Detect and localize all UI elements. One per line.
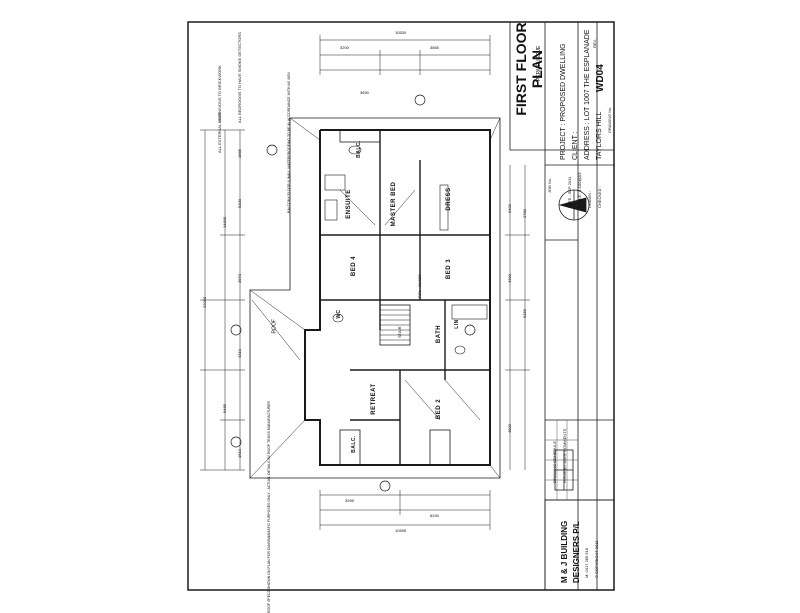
dimension-lines bbox=[200, 35, 530, 530]
plan-linework bbox=[187, 21, 615, 591]
project-label: PROJECT : PROPOSED DWELLING bbox=[560, 43, 567, 160]
roof-label: ROOF bbox=[271, 319, 278, 334]
client-label: CLIENT : bbox=[572, 131, 579, 160]
dim-3970: 3970 bbox=[237, 274, 242, 283]
issue-header: ISSUE BY DATE COMMENTS bbox=[562, 428, 567, 483]
drawing-no-label: DRAWING No. bbox=[607, 106, 612, 133]
drawing-sheet: FIRST FLOOR PLAN PERMIT ISSUE PROJECT : … bbox=[187, 21, 615, 613]
dim-5455: 5455 bbox=[222, 404, 227, 413]
company-block bbox=[544, 499, 615, 591]
rev-label: REV. bbox=[592, 39, 597, 48]
company-name: M & J BUILDING bbox=[560, 520, 569, 583]
dim-6400: 6400 bbox=[507, 204, 512, 213]
room-master-bed: MASTER BED bbox=[391, 181, 397, 227]
dim-4310: 4310 bbox=[237, 349, 242, 358]
room-retreat: RETREAT bbox=[371, 383, 377, 415]
dim-overall-top: 10530 bbox=[395, 30, 407, 35]
date-field: DATE : SEP 2011 bbox=[567, 176, 572, 208]
company-name-2: DESIGNERS P/L bbox=[572, 521, 581, 583]
note-balcony: BALCONY FLOOR & WALL WATERPROOFING TO BE… bbox=[287, 72, 291, 213]
dim-14830: 14830 bbox=[222, 216, 227, 228]
company-logo bbox=[554, 449, 574, 491]
dim-5100: 5100 bbox=[237, 199, 242, 208]
building-walls bbox=[249, 117, 501, 479]
room-bed3: BED 3 bbox=[446, 258, 452, 280]
company-copyright: © COPYRIGHT 2011 bbox=[594, 540, 599, 578]
room-ensuite: ENSUITE bbox=[346, 189, 352, 219]
dim-1665: 1665 bbox=[237, 149, 242, 158]
section-markers bbox=[230, 94, 476, 492]
room-balc-bottom: BALC. bbox=[351, 435, 357, 453]
title-block-lines bbox=[509, 22, 614, 590]
company-phone: M: 0417 285 618 bbox=[584, 547, 589, 578]
north-arrow bbox=[558, 189, 590, 221]
dim-8240: 8240 bbox=[430, 513, 439, 518]
address-label: ADDRESS : LOT 1007 THE ESPLANADE bbox=[584, 29, 591, 160]
job-label: JOB No. bbox=[547, 177, 552, 193]
room-balc-top: BALC. bbox=[356, 140, 362, 158]
dim-2780: 2780 bbox=[522, 209, 527, 218]
dim-4600: 4600 bbox=[507, 424, 512, 433]
room-bed4: BED 4 bbox=[351, 255, 357, 277]
roof-hips bbox=[249, 117, 501, 479]
note-top-1: ALL EXTERNAL DIMENSIONS TO BRICKWORK bbox=[217, 65, 222, 153]
room-dress: DRESS bbox=[446, 187, 452, 211]
floor-level: F.FL - 10.000 bbox=[417, 274, 422, 298]
schedule-header: DRAWING SCHEDULE bbox=[552, 440, 557, 483]
dim-overall-bottom: 10595 bbox=[395, 528, 407, 533]
dim-4390: 4390 bbox=[507, 274, 512, 283]
dim-5150: 5150 bbox=[522, 309, 527, 318]
drawn-field: DRAWN : bbox=[587, 190, 592, 208]
checked-field: CHECKED : bbox=[597, 186, 602, 208]
dim-3865: 3865 bbox=[430, 45, 439, 50]
note-roof-specs: ROOF SPECS SHOWN ON PLAN FOR DIAGRAMMATI… bbox=[267, 400, 271, 613]
note-top-2: ALL BEDROOMS TO HAVE SMOKE DETECTORS bbox=[237, 32, 242, 123]
dim-overall-left: 22030 bbox=[202, 296, 207, 308]
scale-field: SCALE : 1:100@A3 bbox=[577, 172, 582, 208]
dim-3995: 3995 bbox=[345, 498, 354, 503]
room-linen: LIN bbox=[454, 319, 460, 329]
room-wc: WC bbox=[336, 309, 342, 319]
room-bath: BATH bbox=[436, 324, 442, 344]
sheet-border bbox=[187, 21, 615, 591]
dim-3690: 3690 bbox=[360, 90, 369, 95]
dim-1610: 1610 bbox=[237, 449, 242, 458]
dim-3200: 3200 bbox=[340, 45, 349, 50]
issue-table bbox=[545, 420, 578, 500]
permit-issue: PERMIT ISSUE bbox=[536, 45, 542, 81]
stair-label: STAIR bbox=[397, 326, 402, 338]
room-bed2: BED 2 bbox=[436, 398, 442, 420]
